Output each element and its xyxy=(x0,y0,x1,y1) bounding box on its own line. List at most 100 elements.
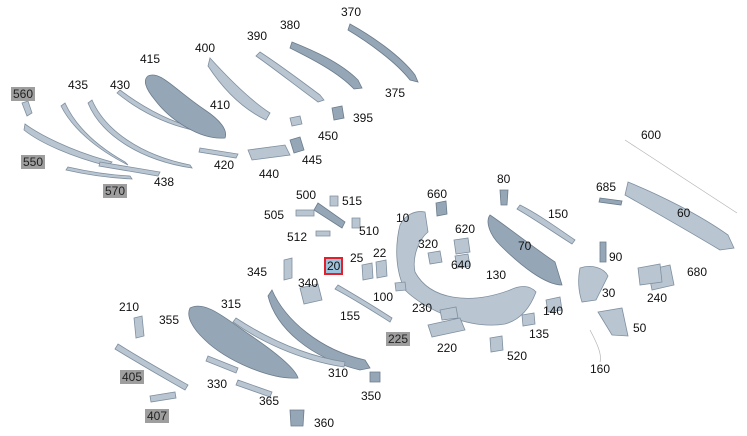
part-140-clip xyxy=(545,296,563,313)
label-140[interactable]: 140 xyxy=(543,304,564,318)
label-685[interactable]: 685 xyxy=(596,180,617,194)
part-440-bracket xyxy=(247,144,291,161)
part-515-clip xyxy=(329,195,339,207)
label-130[interactable]: 130 xyxy=(486,268,507,282)
part-60-absorber xyxy=(624,181,735,251)
label-160[interactable]: 160 xyxy=(590,362,611,376)
label-415[interactable]: 415 xyxy=(140,52,161,66)
label-340[interactable]: 340 xyxy=(298,276,319,290)
label-350[interactable]: 350 xyxy=(361,389,382,403)
label-445[interactable]: 445 xyxy=(302,153,323,167)
part-660-clip xyxy=(435,200,448,217)
part-405-strip xyxy=(114,343,189,391)
label-320[interactable]: 320 xyxy=(418,237,439,251)
label-430[interactable]: 430 xyxy=(110,78,131,92)
label-330[interactable]: 330 xyxy=(207,377,228,391)
label-70[interactable]: 70 xyxy=(518,239,532,253)
part-310-strip xyxy=(232,317,346,368)
label-310[interactable]: 310 xyxy=(328,366,349,380)
label-80[interactable]: 80 xyxy=(497,172,511,186)
part-620-bracket xyxy=(453,237,471,255)
part-50-bracket xyxy=(597,307,629,337)
label-220[interactable]: 220 xyxy=(437,341,458,355)
label-395[interactable]: 395 xyxy=(353,111,374,125)
label-500[interactable]: 500 xyxy=(296,188,317,202)
label-210[interactable]: 210 xyxy=(119,300,140,314)
part-445-clip xyxy=(289,136,305,154)
label-640[interactable]: 640 xyxy=(451,258,472,272)
label-380[interactable]: 380 xyxy=(280,18,301,32)
label-355[interactable]: 355 xyxy=(159,313,180,327)
part-390-bar xyxy=(255,51,325,103)
label-400[interactable]: 400 xyxy=(195,41,216,55)
part-155-strip xyxy=(334,284,393,323)
part-350-clip xyxy=(369,371,381,383)
part-410-grille xyxy=(207,57,271,121)
label-515[interactable]: 515 xyxy=(342,194,363,208)
part-160-cable xyxy=(589,329,601,363)
label-225[interactable]: 225 xyxy=(386,332,411,346)
label-435[interactable]: 435 xyxy=(68,78,89,92)
label-345[interactable]: 345 xyxy=(247,265,268,279)
label-512[interactable]: 512 xyxy=(287,230,308,244)
label-50[interactable]: 50 xyxy=(633,321,647,335)
part-340-mount xyxy=(299,283,323,305)
label-10[interactable]: 10 xyxy=(396,211,410,225)
label-155[interactable]: 155 xyxy=(340,309,361,323)
label-100[interactable]: 100 xyxy=(373,290,394,304)
label-440[interactable]: 440 xyxy=(259,167,280,181)
label-360[interactable]: 360 xyxy=(314,416,335,430)
label-20-selected[interactable]: 20 xyxy=(324,257,344,275)
label-375[interactable]: 375 xyxy=(385,86,406,100)
part-70-carrier xyxy=(487,214,563,286)
part-450-clip xyxy=(289,115,303,127)
part-135-clip xyxy=(521,312,536,327)
label-30[interactable]: 30 xyxy=(602,286,616,300)
label-420[interactable]: 420 xyxy=(214,158,235,172)
label-680[interactable]: 680 xyxy=(687,265,708,279)
label-365[interactable]: 365 xyxy=(259,394,280,408)
part-355-spoiler xyxy=(188,305,299,379)
label-520[interactable]: 520 xyxy=(507,349,528,363)
part-400-grille xyxy=(144,74,227,139)
label-405[interactable]: 405 xyxy=(120,370,145,384)
label-505[interactable]: 505 xyxy=(264,208,285,222)
label-150[interactable]: 150 xyxy=(548,207,569,221)
label-560[interactable]: 560 xyxy=(11,87,36,101)
part-10-bumper-cover xyxy=(396,211,537,326)
label-410[interactable]: 410 xyxy=(210,98,231,112)
label-25[interactable]: 25 xyxy=(350,251,364,265)
part-430-trim xyxy=(87,99,193,169)
label-240[interactable]: 240 xyxy=(647,291,668,305)
label-60[interactable]: 60 xyxy=(677,206,691,220)
label-600[interactable]: 600 xyxy=(641,128,662,142)
label-570[interactable]: 570 xyxy=(103,184,128,198)
part-25-clip xyxy=(361,262,374,281)
label-390[interactable]: 390 xyxy=(247,29,268,43)
part-570-strip xyxy=(65,166,133,180)
part-500-bracket xyxy=(313,202,346,229)
part-370-bar xyxy=(347,23,419,83)
label-22[interactable]: 22 xyxy=(373,246,387,260)
part-210-clip xyxy=(133,315,145,339)
label-438[interactable]: 438 xyxy=(154,175,175,189)
part-100-clip xyxy=(394,281,407,292)
label-90[interactable]: 90 xyxy=(609,250,623,264)
label-230[interactable]: 230 xyxy=(412,301,433,315)
label-450[interactable]: 450 xyxy=(318,129,339,143)
part-315-lower-bumper xyxy=(267,289,371,371)
part-150-strip xyxy=(516,204,576,245)
label-510[interactable]: 510 xyxy=(359,224,380,238)
label-407[interactable]: 407 xyxy=(145,409,170,423)
label-370[interactable]: 370 xyxy=(341,5,362,19)
label-135[interactable]: 135 xyxy=(529,327,550,341)
part-90-fitting xyxy=(599,241,607,263)
label-550[interactable]: 550 xyxy=(21,155,46,169)
part-512-bolt xyxy=(315,230,331,237)
label-660[interactable]: 660 xyxy=(427,187,448,201)
label-620[interactable]: 620 xyxy=(455,222,476,236)
label-315[interactable]: 315 xyxy=(221,297,242,311)
part-640-bracket xyxy=(454,253,471,269)
part-600-rail-leader xyxy=(624,139,738,214)
part-438-strip xyxy=(98,161,161,177)
